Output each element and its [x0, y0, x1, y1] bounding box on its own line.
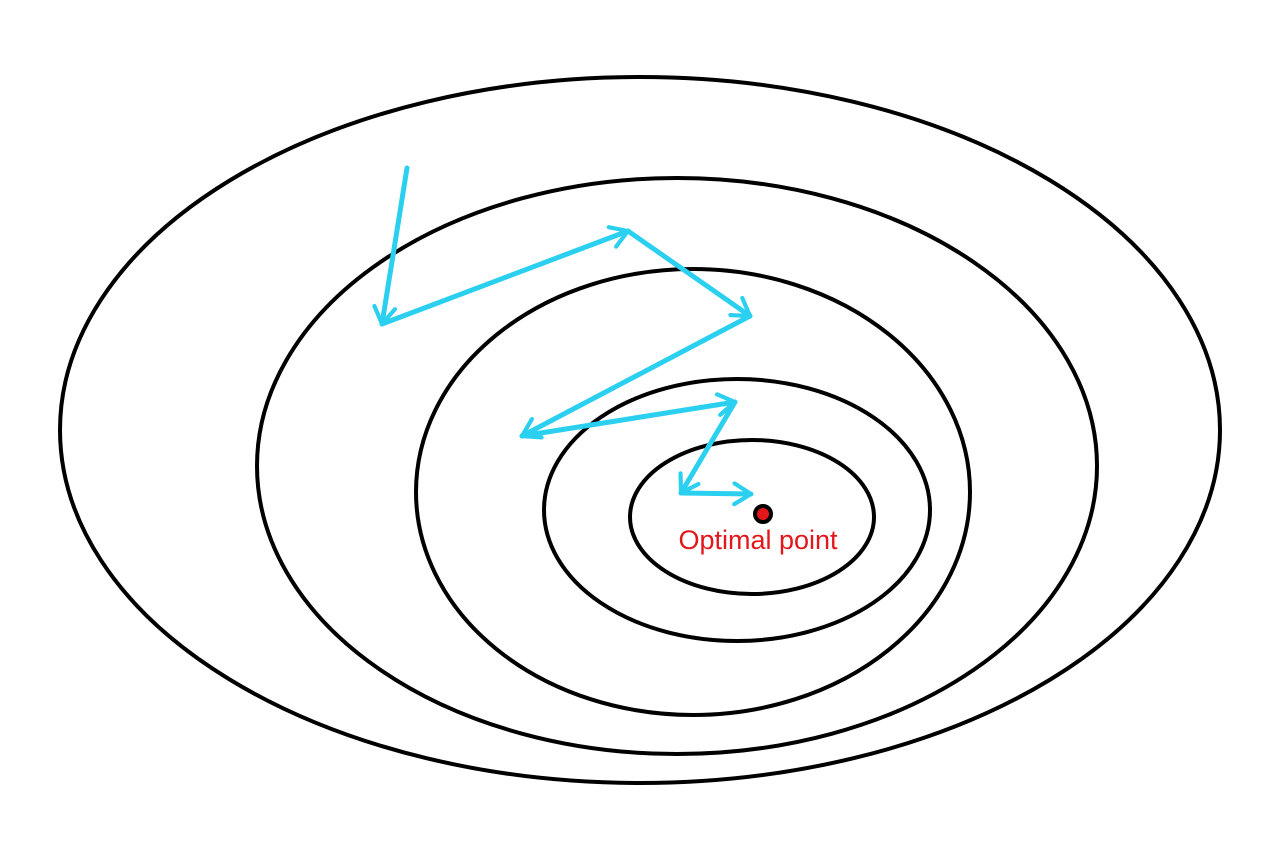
contour-3	[414, 267, 972, 717]
descent-step-6	[678, 399, 738, 496]
descent-step-4	[519, 313, 753, 440]
descent-step-1	[372, 165, 410, 327]
contour-5	[628, 438, 876, 596]
contour-1	[58, 75, 1222, 785]
descent-step-5	[519, 392, 738, 439]
descent-step-7	[678, 481, 754, 507]
descent-step-3	[625, 228, 753, 319]
optimal-point-label: Optimal point	[678, 525, 838, 555]
descent-step-2	[379, 225, 631, 327]
contour-2	[255, 176, 1099, 756]
optimal-point-marker	[753, 504, 773, 524]
contour-4	[542, 377, 932, 643]
